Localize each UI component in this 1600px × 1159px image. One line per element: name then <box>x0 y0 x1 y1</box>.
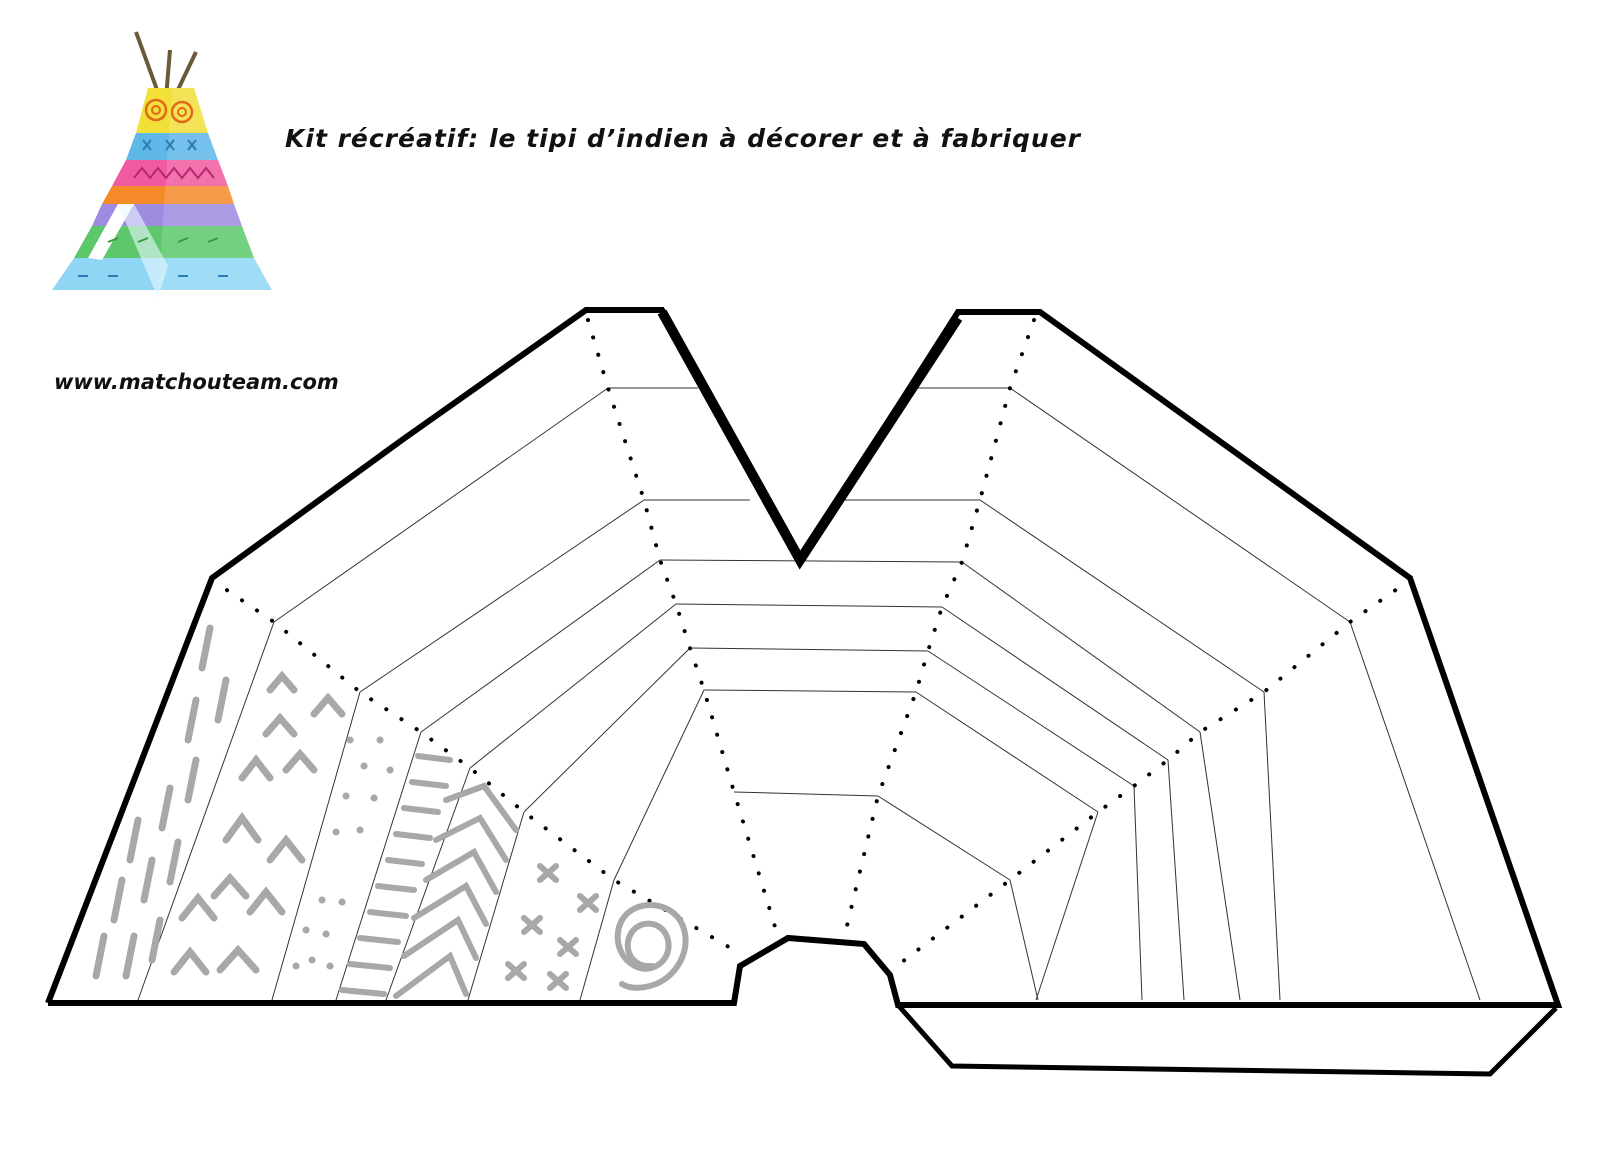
base-flap <box>896 1003 1558 1077</box>
spiral-pattern-icon <box>614 902 689 991</box>
tipi-illustration-icon <box>52 31 272 298</box>
stripe-pattern-icon <box>339 753 453 997</box>
tipi-outline <box>45 307 1563 1008</box>
website-url[interactable]: www.matchouteam.com <box>54 370 339 394</box>
herringbone-pattern-icon <box>393 782 519 999</box>
fold-lines <box>210 318 1412 964</box>
panel-guides-left <box>137 387 961 1001</box>
page-title: Kit récréatif: le tipi d’indien à décore… <box>285 124 1081 153</box>
panel-guides-right <box>840 387 1481 1001</box>
dash-pattern-icon <box>92 624 230 980</box>
dot-pattern-icon <box>292 736 394 970</box>
cross-pattern-icon <box>505 863 599 991</box>
panel-decorations <box>92 624 689 999</box>
chevron-pattern-icon <box>170 670 346 976</box>
door-notch <box>657 309 963 570</box>
